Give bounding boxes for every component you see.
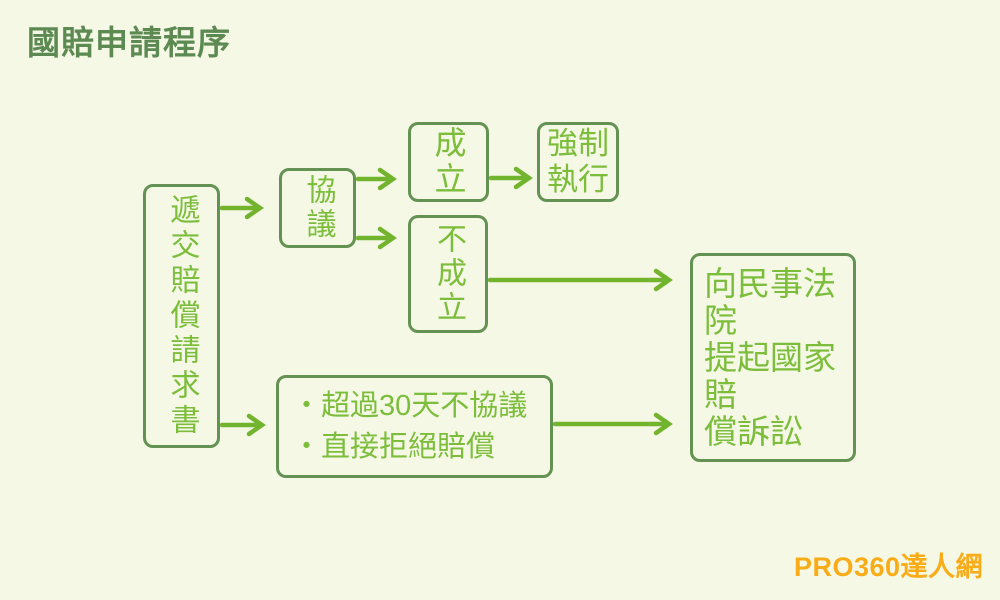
arrow-conditions-to-lawsuit: [552, 412, 673, 436]
arrow-not-established-to-lawsuit: [487, 268, 673, 292]
arrow-submit-to-conditions: [219, 413, 266, 437]
node-submit-claim: 遞交賠償請求書: [143, 184, 220, 448]
arrow-negotiation-to-not-established: [355, 226, 397, 250]
node-enforcement-line1: 強制: [547, 126, 609, 161]
watermark-brand: PRO360達人網: [793, 552, 983, 582]
page-title: 國賠申請程序: [27, 24, 231, 61]
node-lawsuit-line3: 償訴訟: [704, 413, 803, 450]
node-established: 成立: [408, 122, 489, 202]
node-conditions-line1: ・超過30天不協議: [292, 389, 528, 422]
node-lawsuit-line2: 提起國家賠: [704, 339, 836, 413]
node-lawsuit: 向民事法院 提起國家賠 償訴訟: [690, 253, 856, 462]
arrow-established-to-enforcement: [488, 166, 533, 190]
arrow-submit-to-negotiation: [219, 196, 264, 220]
node-not-established: 不成立: [408, 215, 488, 333]
node-negotiation: 協議: [279, 168, 356, 248]
node-enforcement-line2: 執行: [547, 162, 609, 197]
node-lawsuit-line1: 向民事法院: [704, 265, 836, 339]
arrow-negotiation-to-established: [355, 167, 397, 191]
node-conditions-line2: ・直接拒絕賠償: [292, 430, 496, 463]
node-enforcement: 強制 執行: [537, 122, 619, 202]
node-conditions: ・超過30天不協議 ・直接拒絕賠償: [276, 375, 553, 478]
